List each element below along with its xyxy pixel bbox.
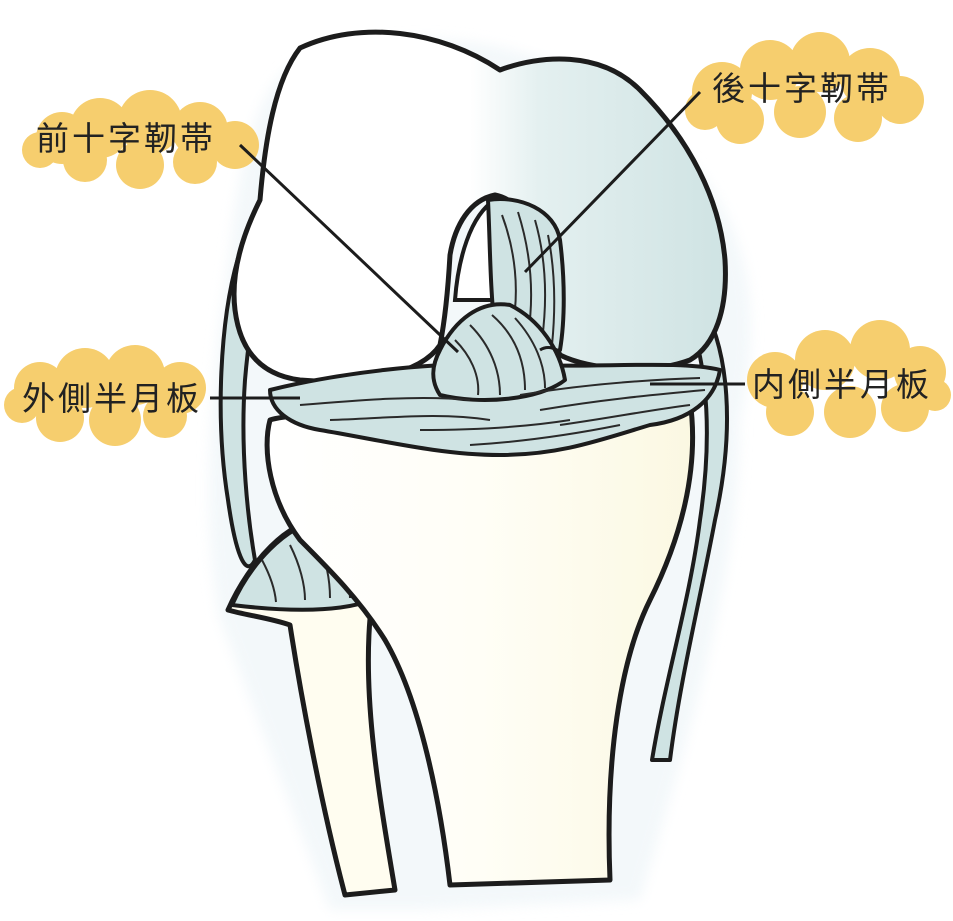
- label-medial-meniscus: 内側半月板: [752, 365, 932, 404]
- label-lateral-meniscus: 外側半月板: [22, 379, 202, 418]
- label-acl: 前十字靭帯: [36, 119, 216, 158]
- label-pcl: 後十字靭帯: [712, 69, 892, 108]
